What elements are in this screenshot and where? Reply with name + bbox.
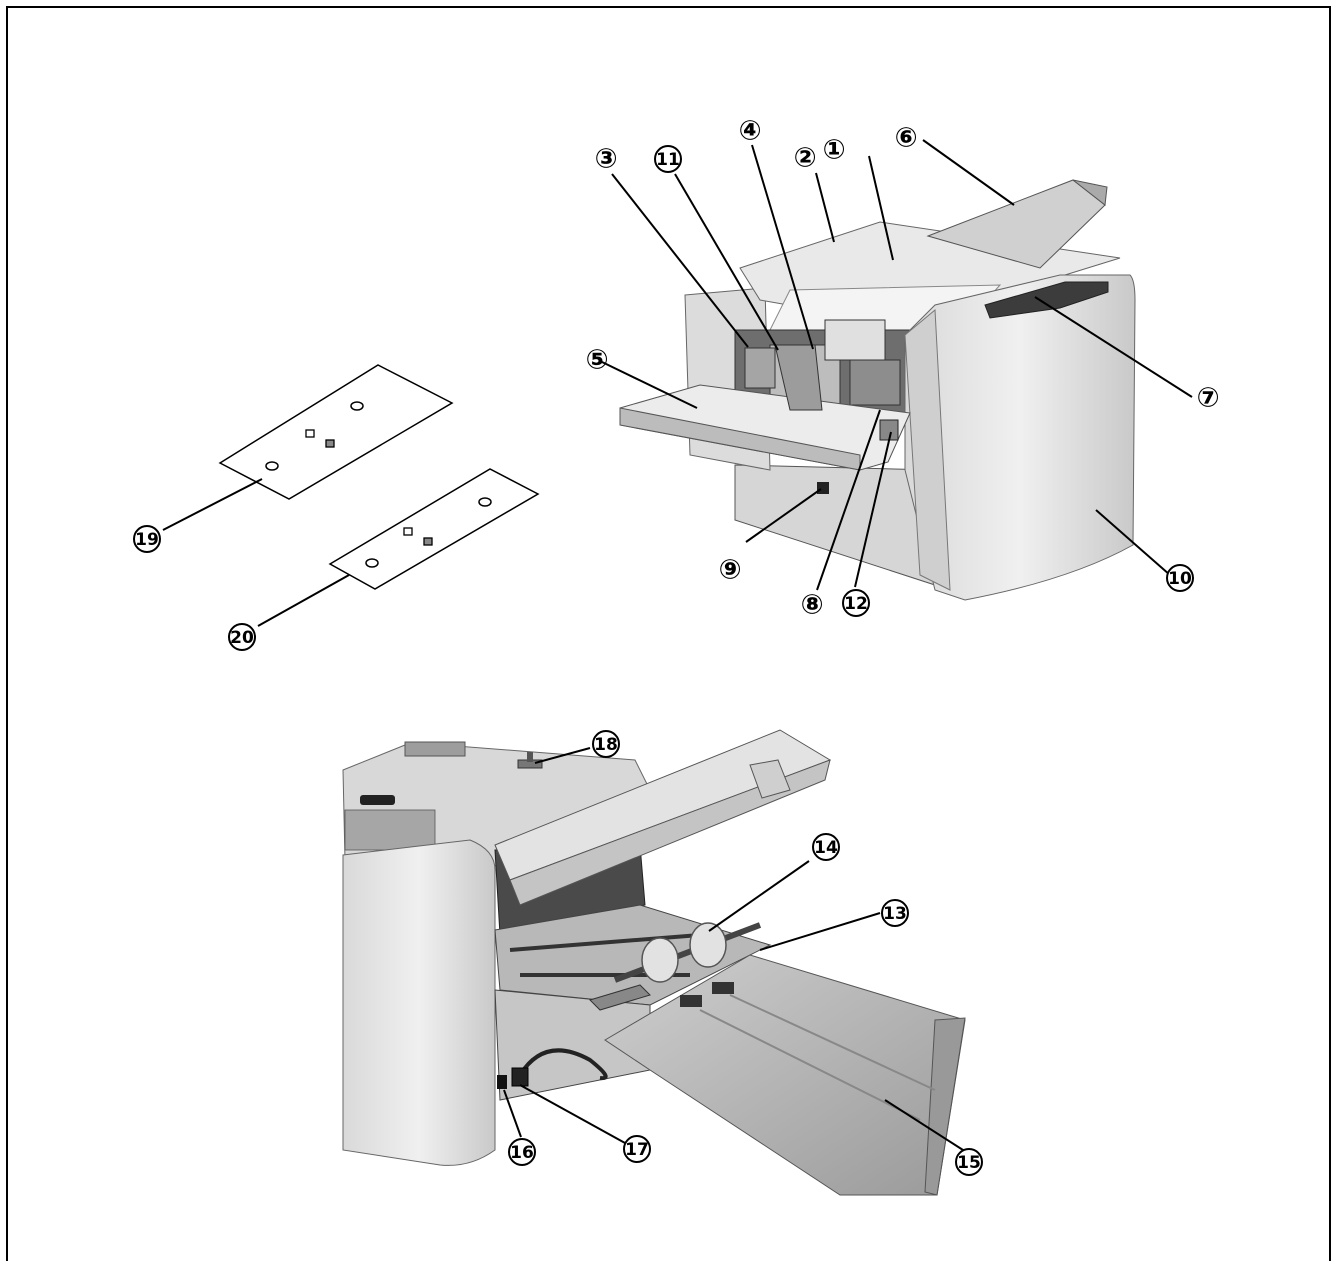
machine-front-photo [619, 179, 1136, 601]
callout-8: ⑧ [801, 590, 824, 621]
leader-lines [162, 139, 1193, 1151]
svg-text:10: 10 [1168, 569, 1192, 589]
svg-text:③: ③ [595, 144, 618, 175]
callout-17: 17 [623, 1135, 651, 1163]
callout-20: 20 [228, 623, 256, 651]
callout-6: ⑥ [895, 123, 918, 154]
svg-text:⑧: ⑧ [801, 590, 824, 621]
callout-16: 16 [508, 1138, 536, 1166]
callout-1: ① [823, 135, 846, 166]
callout-18: 18 [592, 730, 620, 758]
svg-text:17: 17 [625, 1140, 649, 1160]
svg-text:④: ④ [739, 116, 762, 147]
svg-text:⑨: ⑨ [719, 555, 742, 586]
callout-13: 13 [881, 899, 909, 927]
svg-text:13: 13 [883, 904, 907, 924]
callout-7: ⑦ [1197, 383, 1220, 414]
callout-19: 19 [133, 525, 161, 553]
callout-5: ⑤ [586, 345, 609, 376]
svg-text:19: 19 [135, 530, 159, 550]
plate-19 [218, 364, 454, 500]
callout-14: 14 [812, 833, 840, 861]
svg-text:15: 15 [957, 1153, 981, 1173]
callout-3: ③ [595, 144, 618, 175]
callout-15: 15 [955, 1148, 983, 1176]
callout-12: 12 [842, 589, 870, 617]
svg-text:11: 11 [656, 150, 680, 170]
callout-2: ② [794, 143, 817, 174]
machine-rear-photo [342, 729, 966, 1196]
svg-text:18: 18 [594, 735, 618, 755]
svg-text:⑤: ⑤ [586, 345, 609, 376]
svg-text:12: 12 [844, 594, 868, 614]
plate-20 [328, 468, 540, 590]
svg-text:20: 20 [230, 628, 254, 648]
diagram-frame [6, 6, 1331, 1261]
svg-text:②: ② [794, 143, 817, 174]
svg-text:⑥: ⑥ [895, 123, 918, 154]
svg-text:①: ① [823, 135, 846, 166]
callout-4: ④ [739, 116, 762, 147]
svg-text:⑦: ⑦ [1197, 383, 1220, 414]
svg-text:16: 16 [510, 1143, 534, 1163]
svg-text:14: 14 [814, 838, 838, 858]
callout-9: ⑨ [719, 555, 742, 586]
callout-11: 11 [654, 145, 682, 173]
callout-10: 10 [1166, 564, 1194, 592]
